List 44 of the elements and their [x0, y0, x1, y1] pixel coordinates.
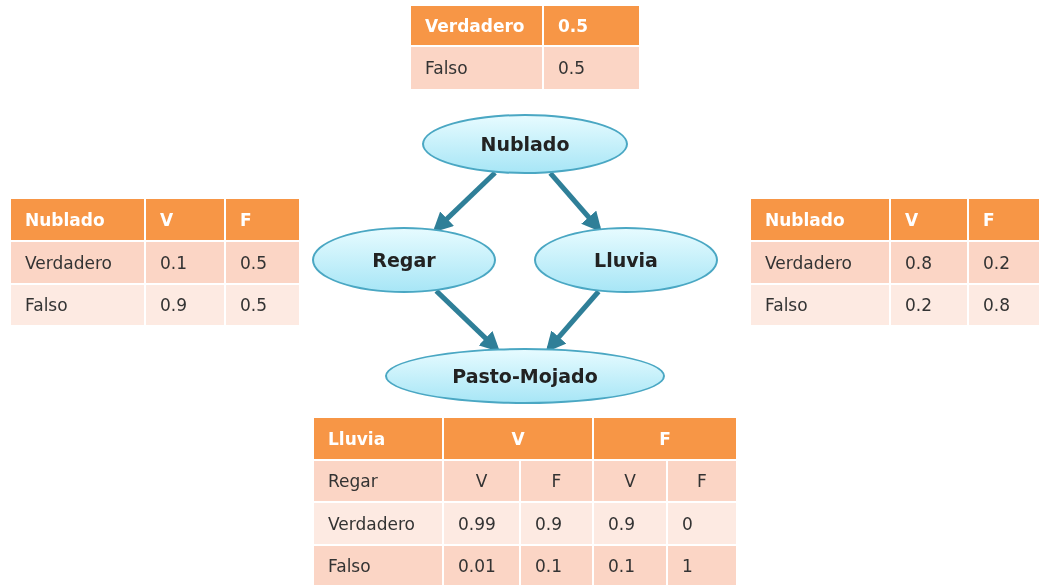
- table-cell: Falso: [313, 545, 443, 586]
- table-cell: 0.01: [443, 545, 520, 586]
- table-cell: 0.8: [890, 241, 968, 284]
- table-cell: V: [593, 460, 667, 502]
- header-cell: Nublado: [750, 198, 890, 241]
- header-cell: Verdadero: [410, 5, 543, 46]
- header-cell: F: [968, 198, 1040, 241]
- table-cell: Falso: [410, 46, 543, 90]
- table-cell: 0.2: [968, 241, 1040, 284]
- table-cell: Verdadero: [750, 241, 890, 284]
- table-cell: F: [520, 460, 593, 502]
- table-cell: Regar: [313, 460, 443, 502]
- table-cell: 1: [667, 545, 737, 586]
- table-cell: 0: [667, 502, 737, 545]
- header-cell: 0.5: [543, 5, 640, 46]
- table-cell: V: [443, 460, 520, 502]
- table-cell: 0.9: [520, 502, 593, 545]
- variable-ellipse: Pasto-Mojado: [385, 348, 665, 404]
- header-cell: V: [145, 198, 225, 241]
- variable-ellipse: Nublado: [422, 114, 628, 174]
- table-cell: F: [667, 460, 737, 502]
- header-cell: F: [225, 198, 300, 241]
- header-cell: Nublado: [10, 198, 145, 241]
- table-cell: 0.5: [543, 46, 640, 90]
- header-cell: V: [890, 198, 968, 241]
- table-cell: Falso: [750, 284, 890, 326]
- table-cell: 0.99: [443, 502, 520, 545]
- table-cell: Verdadero: [10, 241, 145, 284]
- variable-ellipse: Lluvia: [534, 227, 718, 293]
- variable-ellipse: Regar: [312, 227, 496, 293]
- table-cell: 0.5: [225, 241, 300, 284]
- header-cell: V: [443, 417, 593, 460]
- table-cell: 0.1: [520, 545, 593, 586]
- table-cell: 0.1: [593, 545, 667, 586]
- table-cell: 0.2: [890, 284, 968, 326]
- table-cell: 0.9: [145, 284, 225, 326]
- header-cell: Lluvia: [313, 417, 443, 460]
- table-cell: 0.9: [593, 502, 667, 545]
- table-cell: Falso: [10, 284, 145, 326]
- table-cell: 0.8: [968, 284, 1040, 326]
- table-cell: 0.1: [145, 241, 225, 284]
- header-cell: F: [593, 417, 737, 460]
- table-cell: Verdadero: [313, 502, 443, 545]
- table-cell: 0.5: [225, 284, 300, 326]
